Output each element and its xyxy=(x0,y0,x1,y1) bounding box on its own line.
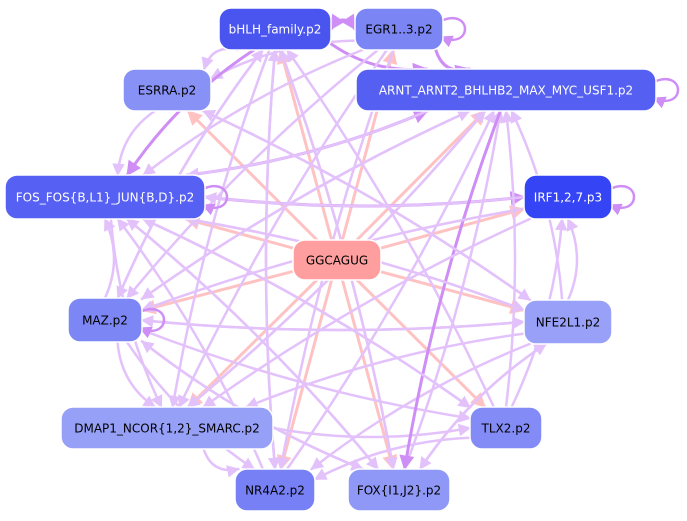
node-arnt-box xyxy=(355,68,657,112)
self-loops-layer xyxy=(138,17,680,339)
node-nr4a2[interactable]: NR4A2.p2 xyxy=(234,468,316,512)
edge-maz-to-arnt xyxy=(140,109,471,301)
edge-dmap1-to-tlx2 xyxy=(271,423,472,439)
edge-bhlh-to-egr1 xyxy=(329,13,357,31)
node-irf-box xyxy=(523,174,613,220)
edge-maz-to-bhlh xyxy=(116,48,264,300)
node-esrra-label: ESRRA.p2 xyxy=(138,84,196,98)
edge-egr1-to-dmap1 xyxy=(177,48,389,409)
node-fox[interactable]: FOX{I1,J2}.p2 xyxy=(347,468,451,512)
node-tlx2[interactable]: TLX2.p2 xyxy=(469,406,543,450)
self-loop-maz xyxy=(138,308,166,339)
self-loop-egr1 xyxy=(439,17,467,48)
edge-center-to-maz xyxy=(140,269,295,315)
edge-center-to-irf xyxy=(379,205,526,250)
self-loop-fos xyxy=(201,185,229,216)
edge-center-to-nr4a2 xyxy=(276,278,334,471)
node-fox-box xyxy=(347,468,451,512)
node-tlx2-box xyxy=(469,406,543,450)
node-arnt-label: ARNT_ARNT2_BHLHB2_MAX_MYC_USF1.p2 xyxy=(379,84,633,98)
edge-arnt-to-fox xyxy=(399,109,502,471)
node-egr1[interactable]: EGR1..3.p2 xyxy=(354,7,444,51)
node-nr4a2-box xyxy=(234,468,316,512)
edge-irf-to-dmap1 xyxy=(202,217,532,409)
node-fos-box xyxy=(4,174,206,220)
self-loop-irf xyxy=(608,185,636,216)
edge-egr1-to-maz xyxy=(125,48,380,300)
edge-nfe2l1-to-dmap1 xyxy=(245,332,526,409)
node-maz-label: MAZ.p2 xyxy=(82,314,128,328)
edge-nfe2l1-to-irf xyxy=(566,217,579,302)
edge-tlx2-to-bhlh xyxy=(285,48,496,409)
edge-nr4a2-to-arnt xyxy=(285,109,496,471)
self-loop-arnt xyxy=(652,78,680,109)
node-nfe2l1[interactable]: NFE2L1.p2 xyxy=(523,299,613,345)
edge-nfe2l1-to-maz xyxy=(140,315,526,332)
node-irf[interactable]: IRF1,2,7.p3 xyxy=(523,174,613,220)
edge-esrra-to-nfe2l1 xyxy=(202,109,532,302)
edge-center-to-dmap1 xyxy=(186,278,319,409)
node-maz-box xyxy=(67,297,143,343)
edge-maz-to-fos xyxy=(103,217,116,300)
edge-center-to-fox xyxy=(340,278,398,471)
node-fox-label: FOX{I1,J2}.p2 xyxy=(357,484,441,498)
edge-arnt-to-fos xyxy=(186,109,429,180)
edge-dmap1-to-nr4a2 xyxy=(202,447,240,478)
node-arnt[interactable]: ARNT_ARNT2_BHLHB2_MAX_MYC_USF1.p2 xyxy=(355,68,657,112)
node-bhlh-box xyxy=(218,7,332,51)
node-center[interactable]: GGCAGUG xyxy=(292,239,382,281)
node-nfe2l1-box xyxy=(523,299,613,345)
node-fos-label: FOS_FOS{B,L1}_JUN{B,D}.p2 xyxy=(16,191,195,205)
node-irf-label: IRF1,2,7.p3 xyxy=(534,191,602,205)
node-tlx2-label: TLX2.p2 xyxy=(481,422,531,436)
edge-egr1-to-arnt xyxy=(434,48,471,80)
edge-center-to-arnt xyxy=(355,109,487,242)
node-esrra[interactable]: ESRRA.p2 xyxy=(122,68,212,112)
node-bhlh-label: bHLH_family.p2 xyxy=(229,23,322,37)
edge-bhlh-to-dmap1 xyxy=(168,48,271,409)
node-egr1-label: EGR1..3.p2 xyxy=(365,23,432,37)
node-fos[interactable]: FOS_FOS{B,L1}_JUN{B,D}.p2 xyxy=(4,174,206,220)
edge-fos-to-tlx2 xyxy=(141,217,472,409)
node-nr4a2-label: NR4A2.p2 xyxy=(245,484,305,498)
edge-center-to-bhlh xyxy=(276,48,334,242)
node-center-label: GGCAGUG xyxy=(306,254,368,268)
edge-maz-to-dmap1 xyxy=(116,340,157,409)
node-dmap1-label: DMAP1_NCOR{1,2}_SMARC.p2 xyxy=(74,422,260,436)
edge-fos-to-fox xyxy=(125,217,380,471)
node-maz[interactable]: MAZ.p2 xyxy=(67,297,143,343)
edge-esrra-to-fos xyxy=(112,109,157,177)
edge-fox-to-arnt xyxy=(403,109,505,471)
node-esrra-box xyxy=(122,68,212,112)
edges-layer xyxy=(103,13,579,481)
edge-egr1-to-fos xyxy=(142,48,364,177)
edge-center-to-tlx2 xyxy=(355,278,487,409)
edge-tlx2-to-arnt xyxy=(501,109,517,409)
edge-center-to-nfe2l1 xyxy=(379,270,526,314)
node-center-box xyxy=(292,239,382,281)
node-egr1-box xyxy=(354,7,444,51)
node-dmap1[interactable]: DMAP1_NCOR{1,2}_SMARC.p2 xyxy=(60,406,274,450)
edge-center-to-esrra xyxy=(186,109,319,242)
node-nfe2l1-label: NFE2L1.p2 xyxy=(536,316,600,330)
edge-fox-to-nfe2l1 xyxy=(418,342,548,471)
node-bhlh[interactable]: bHLH_family.p2 xyxy=(218,7,332,51)
edge-nr4a2-to-bhlh xyxy=(264,48,281,471)
node-dmap1-box xyxy=(60,406,274,450)
